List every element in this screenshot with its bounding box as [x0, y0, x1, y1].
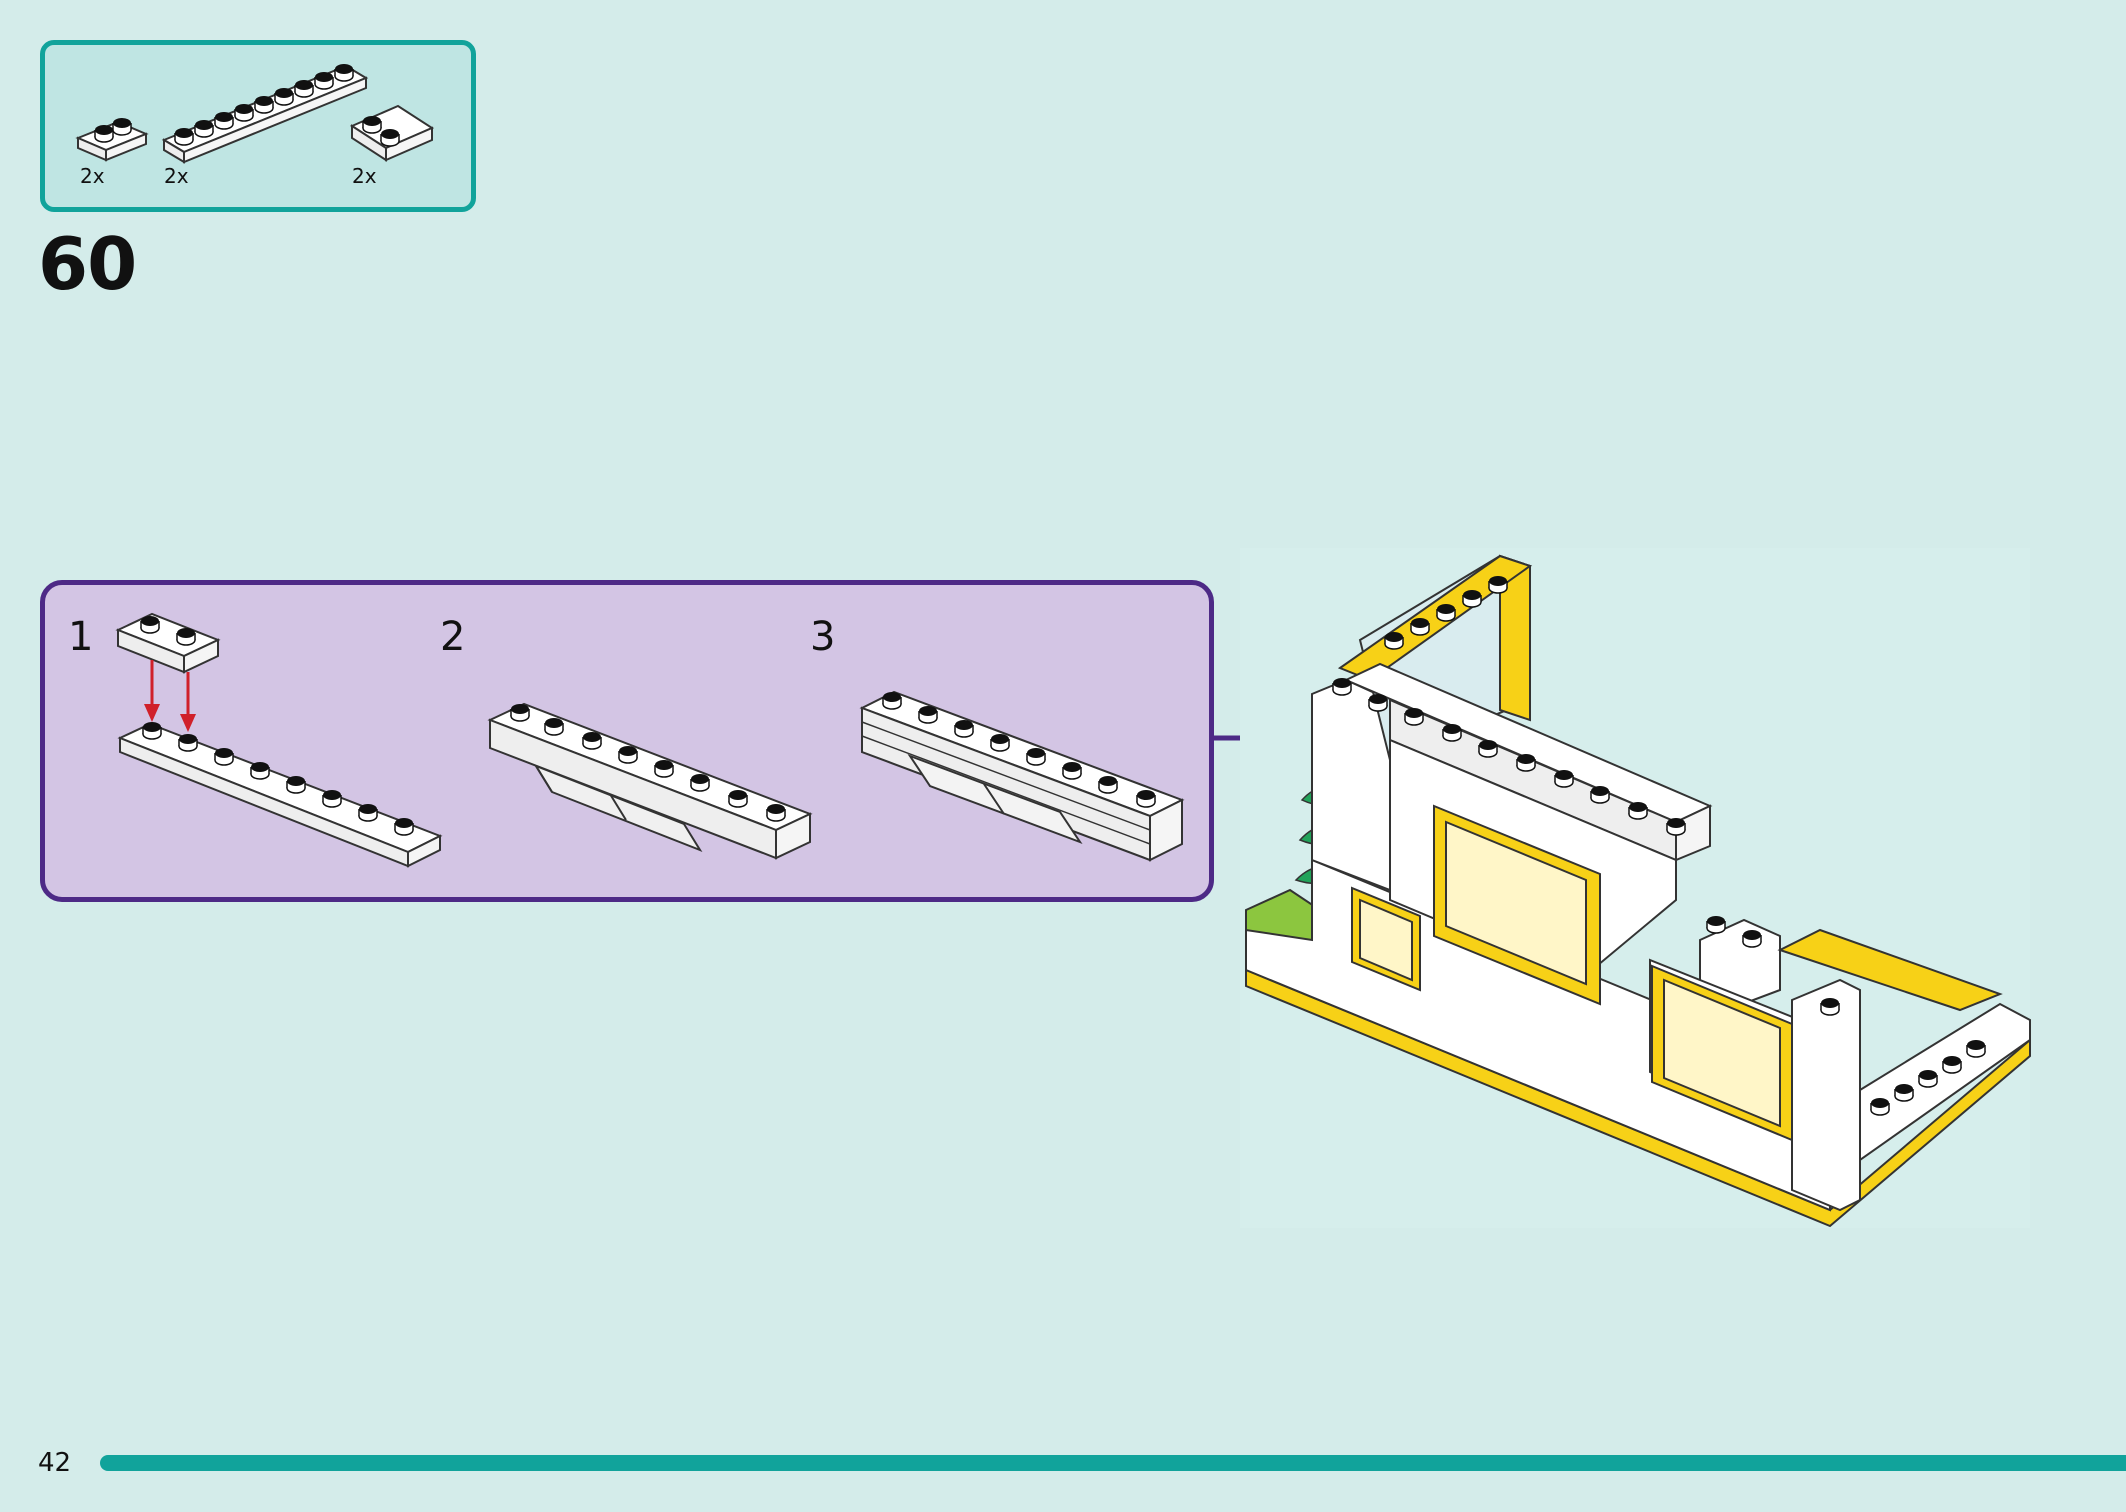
substep-number: 3: [810, 614, 836, 660]
part-quantity: 2x: [164, 164, 189, 188]
substep-1-illustration: [115, 612, 443, 868]
progress-bar: [100, 1455, 2126, 1471]
substep-3-illustration: [859, 690, 1185, 862]
part-tile-2x2: [349, 104, 435, 162]
substep-2-illustration: [487, 702, 813, 860]
red-arrow-icon: [144, 660, 196, 732]
part-plate-1x10: [161, 63, 369, 164]
page-number: 42: [38, 1448, 72, 1478]
substep-number: 1: [68, 614, 94, 660]
part-quantity: 2x: [352, 164, 377, 188]
part-plate-1x2: [75, 117, 149, 162]
step-number: 60: [38, 222, 137, 306]
substep-number: 2: [440, 614, 466, 660]
part-quantity: 2x: [80, 164, 105, 188]
